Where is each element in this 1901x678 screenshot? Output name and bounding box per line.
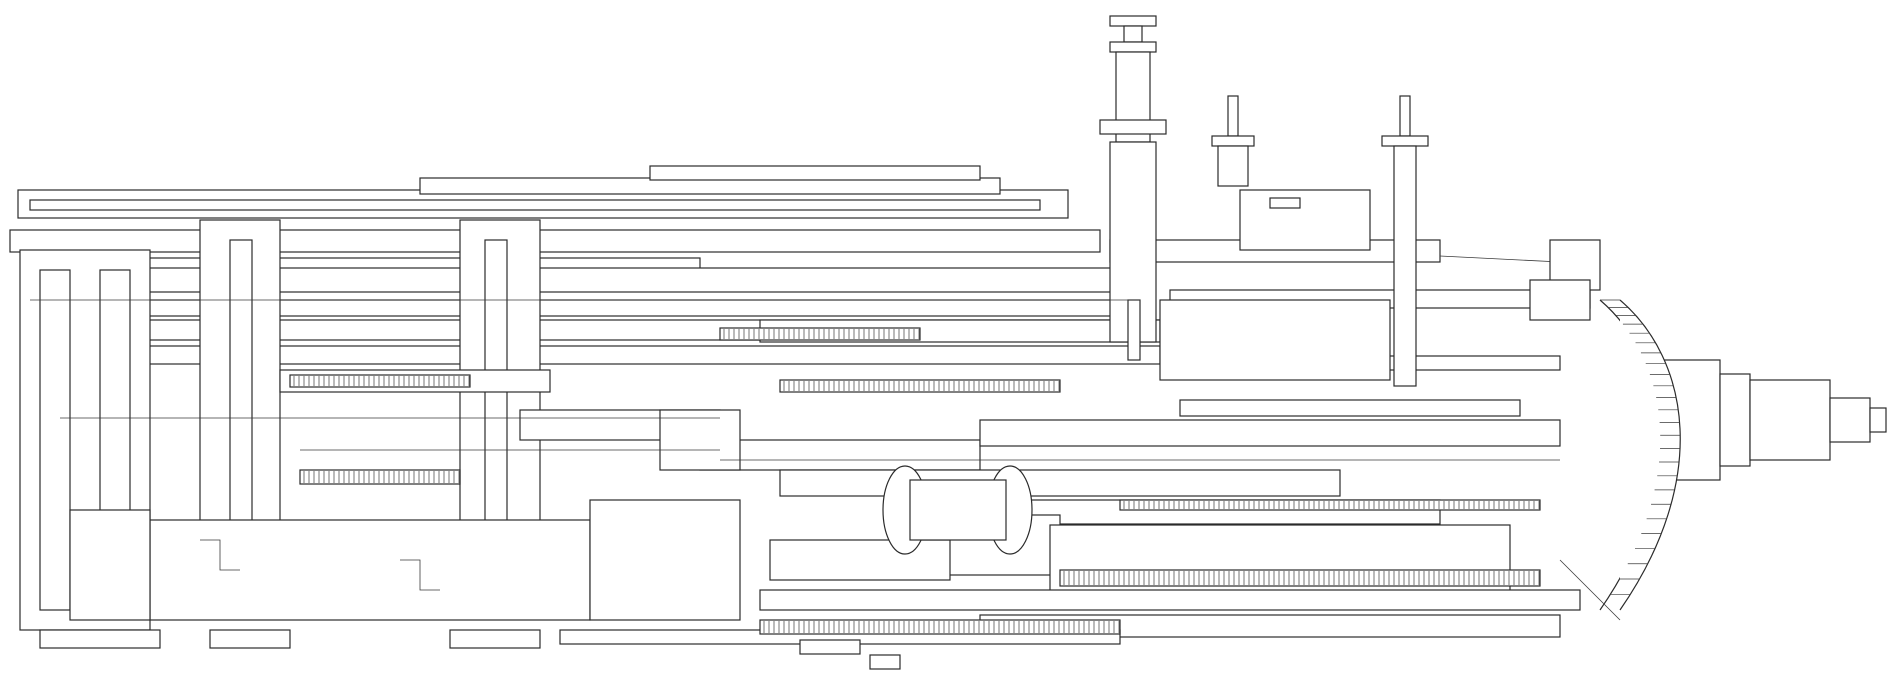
small-arbor-2	[1381, 95, 1429, 387]
left-frame-pillars	[19, 219, 741, 631]
mainspring-barrel	[882, 465, 1033, 555]
small-arbor-1	[1211, 95, 1255, 187]
curved-dial-ring	[1599, 299, 1681, 611]
tall-arbor-center	[1099, 15, 1167, 361]
right-plate-edge	[1439, 239, 1621, 621]
gear-teeth-bands	[289, 327, 1541, 635]
gear-teeth-band-2	[299, 469, 461, 485]
gear-teeth-band-7	[1119, 499, 1541, 511]
gear-teeth-band-1	[289, 374, 471, 388]
bottom-feet	[39, 629, 901, 670]
detail-lines	[30, 299, 1560, 461]
upper-bridge-block	[1159, 189, 1391, 381]
gear-teeth-band-3	[719, 327, 921, 341]
gear-teeth-band-6	[759, 619, 1121, 635]
gear-teeth-band-4	[779, 379, 1061, 393]
gear-teeth-band-5	[1059, 569, 1541, 587]
